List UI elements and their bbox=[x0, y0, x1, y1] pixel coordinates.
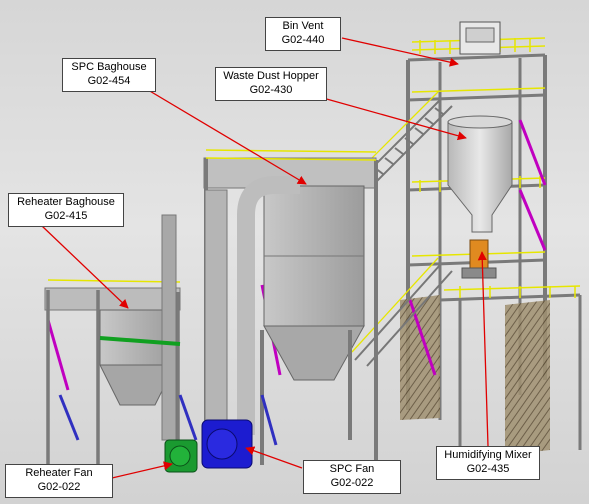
spc-baghouse-structure bbox=[203, 149, 378, 465]
callout-reheater-baghouse: Reheater Baghouse G02-415 bbox=[8, 193, 124, 227]
callout-humidifying-mixer-name: Humidifying Mixer bbox=[444, 449, 532, 461]
leader-lines bbox=[41, 37, 489, 479]
callout-spc-fan-code: G02-022 bbox=[330, 477, 374, 489]
green-duct bbox=[99, 336, 181, 346]
leader-spc-baghouse bbox=[137, 83, 307, 185]
callout-spc-fan-name: SPC Fan bbox=[329, 463, 375, 475]
reheater-fan-unit bbox=[164, 439, 198, 473]
humidifying-mixer-unit bbox=[469, 239, 489, 271]
callout-spc-baghouse-code: G02-454 bbox=[87, 75, 131, 87]
leader-spc-fan bbox=[245, 446, 303, 469]
leader-reheater-baghouse bbox=[41, 225, 129, 309]
reheater-baghouse-structure bbox=[44, 214, 181, 470]
callout-bin-vent-name: Bin Vent bbox=[282, 20, 324, 32]
callout-spc-baghouse: SPC Baghouse G02-454 bbox=[62, 58, 156, 92]
callout-humidifying-mixer-code: G02-435 bbox=[466, 463, 510, 475]
callout-reheater-baghouse-name: Reheater Baghouse bbox=[17, 196, 115, 208]
callout-waste-dust-hopper: Waste Dust Hopper G02-430 bbox=[215, 67, 327, 101]
waste-dust-hopper-vessel bbox=[447, 121, 513, 233]
callout-reheater-fan: Reheater Fan G02-022 bbox=[5, 464, 113, 498]
callout-spc-fan: SPC Fan G02-022 bbox=[303, 460, 401, 494]
leader-humidifying-mixer bbox=[477, 251, 489, 447]
callout-reheater-fan-code: G02-022 bbox=[37, 481, 81, 493]
spc-fan-unit bbox=[201, 419, 253, 469]
callout-spc-baghouse-name: SPC Baghouse bbox=[71, 61, 147, 73]
callout-humidifying-mixer: Humidifying Mixer G02-435 bbox=[436, 446, 540, 480]
callout-reheater-fan-name: Reheater Fan bbox=[25, 467, 93, 479]
grating-panels bbox=[400, 295, 550, 455]
blue-bracing bbox=[58, 394, 278, 446]
leader-bin-vent bbox=[341, 37, 459, 67]
leader-reheater-fan bbox=[111, 461, 173, 479]
callout-waste-dust-hopper-name: Waste Dust Hopper bbox=[223, 70, 319, 82]
callout-reheater-baghouse-code: G02-415 bbox=[44, 210, 88, 222]
callout-bin-vent-code: G02-440 bbox=[281, 34, 325, 46]
leader-waste-dust-hopper bbox=[322, 97, 467, 141]
callout-bin-vent: Bin Vent G02-440 bbox=[265, 17, 341, 51]
spc-duct bbox=[237, 176, 300, 435]
callout-waste-dust-hopper-code: G02-430 bbox=[249, 84, 293, 96]
